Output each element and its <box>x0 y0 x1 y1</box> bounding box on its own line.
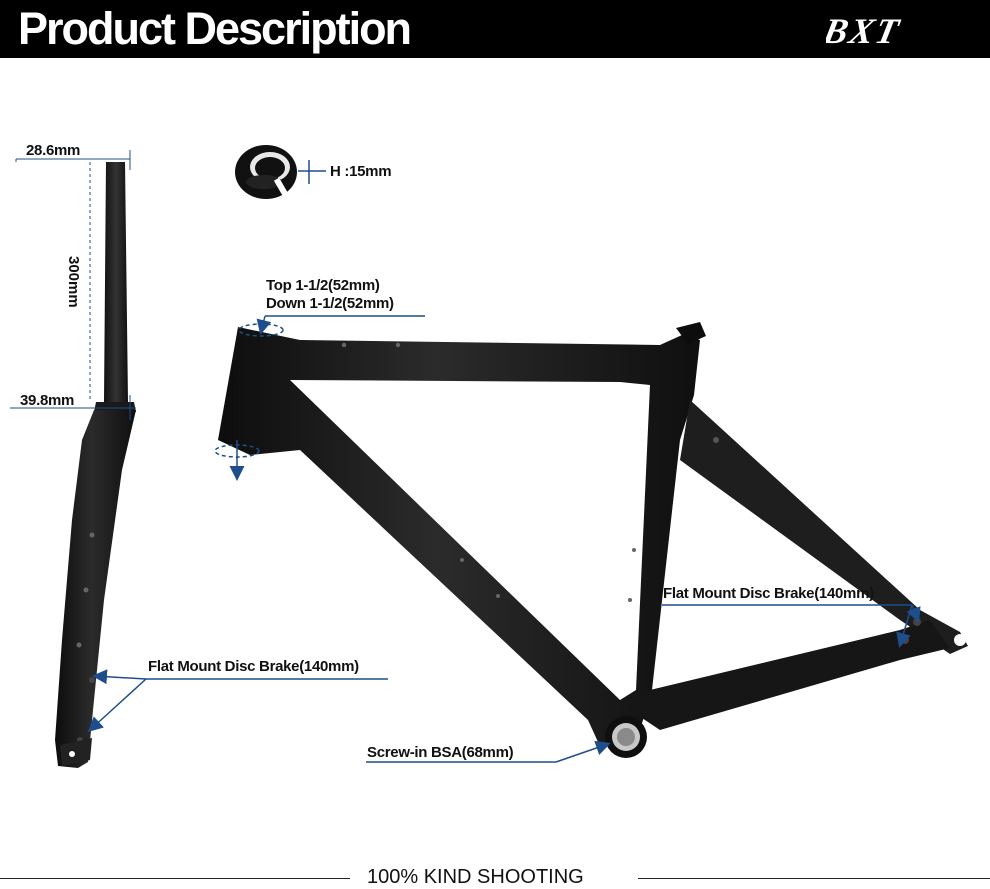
headset-cap-height-label: H :15mm <box>330 163 392 180</box>
headtube-callout <box>214 315 425 481</box>
frame-main-triangle <box>218 327 700 748</box>
rear-brake-label: Flat Mount Disc Brake(140mm) <box>663 585 874 602</box>
frame-seat-stay <box>680 400 968 654</box>
fork-brake-label: Flat Mount Disc Brake(140mm) <box>148 658 359 675</box>
bottom-bracket-callout <box>366 740 611 763</box>
fork-dimensions <box>10 150 136 420</box>
headtube-top-label: Top 1-1/2(52mm) <box>266 277 380 294</box>
svg-text:BXT: BXT <box>826 12 904 48</box>
frame-illustration <box>218 322 968 758</box>
headtube-down-label: Down 1-1/2(52mm) <box>266 295 394 312</box>
fork-illustration <box>55 162 136 768</box>
fork-leg <box>55 410 136 768</box>
bottom-bracket-label: Screw-in BSA(68mm) <box>367 744 514 761</box>
footer-rule-right <box>638 878 990 879</box>
steerer-bottom-diameter-label: 39.8mm <box>20 392 75 409</box>
footer-rule-left <box>0 878 350 879</box>
fork-steerer <box>104 162 128 402</box>
brand-logo: BXT <box>826 12 904 48</box>
steerer-length-label: 300mm <box>65 256 82 308</box>
steerer-top-diameter-label: 28.6mm <box>26 142 81 159</box>
frame-chain-stay <box>630 620 950 730</box>
headset-cap-illustration <box>235 145 326 199</box>
header-bar: Product Description BXT <box>0 0 990 58</box>
rear-brake-callout <box>662 604 921 648</box>
fork-brake-callout <box>87 669 388 733</box>
fork-crown <box>94 402 136 412</box>
footer-caption: 100% KIND SHOOTING <box>367 866 584 888</box>
page-title: Product Description <box>18 3 412 54</box>
